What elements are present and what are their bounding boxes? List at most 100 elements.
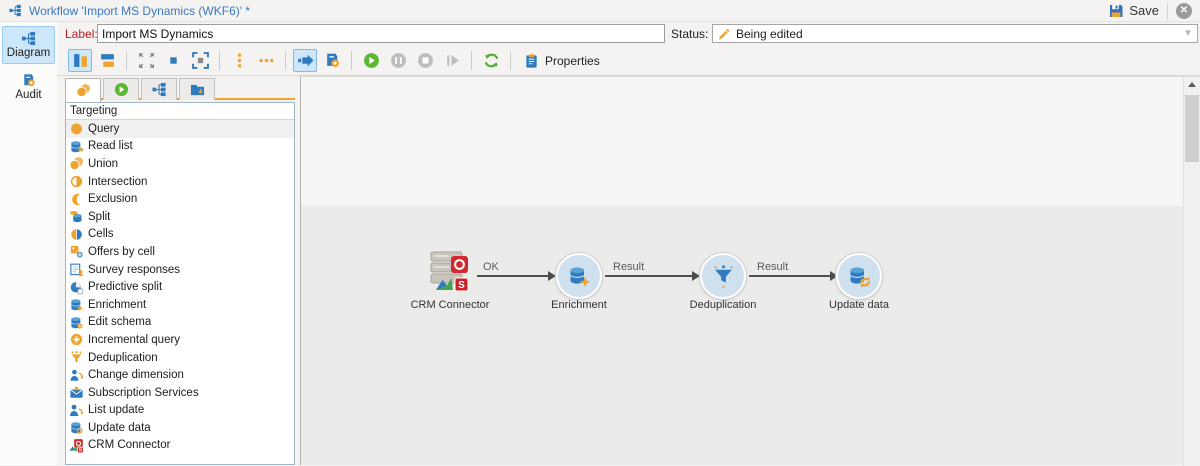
start-button[interactable] <box>359 49 383 72</box>
node-label: CRM Connector <box>410 299 490 311</box>
refresh-button[interactable] <box>479 49 503 72</box>
palette-item-offers-by-cell[interactable]: Offers by cell <box>66 243 294 261</box>
left-sidebar: Diagram Audit <box>0 22 57 465</box>
palette-item-list-update[interactable]: List update <box>66 402 294 420</box>
arrowhead-icon <box>830 271 838 281</box>
palette-item-split[interactable]: Split <box>66 208 294 226</box>
actual-size-icon <box>169 57 177 64</box>
palette-tab-data[interactable] <box>179 78 215 100</box>
node-label: Update data <box>829 299 889 311</box>
pause-button[interactable] <box>386 49 410 72</box>
pause-icon <box>390 53 406 68</box>
palette-item-deduplication[interactable]: Deduplication <box>66 349 294 367</box>
node-deduplication[interactable] <box>700 253 746 299</box>
palette-item-predictive-split[interactable]: Predictive split <box>66 278 294 296</box>
fit-to-window-icon <box>138 53 154 68</box>
intersection-icon <box>69 174 84 189</box>
palette-tab-execution[interactable] <box>103 78 139 100</box>
audit-flag-button[interactable] <box>320 49 344 72</box>
deduplication-icon <box>69 350 84 365</box>
scroll-up-icon[interactable] <box>1188 82 1196 87</box>
nav-tab-diagram[interactable]: Diagram <box>2 26 55 64</box>
title-bar: Workflow 'Import MS Dynamics (WKF6)' * S… <box>0 0 1200 22</box>
refresh-icon <box>484 53 498 68</box>
palette-item-enrichment[interactable]: Enrichment <box>66 296 294 314</box>
palette-item-subscription-services[interactable]: Subscription Services <box>66 384 294 402</box>
survey-responses-icon <box>69 262 84 277</box>
transition-label: Result <box>757 261 789 273</box>
palette-item-edit-schema[interactable]: Edit schema <box>66 314 294 332</box>
dots-vertical-button[interactable] <box>227 49 251 72</box>
zoom-selection-icon <box>191 52 209 69</box>
dots-horizontal-icon <box>258 58 274 63</box>
divider <box>1167 2 1168 19</box>
arrowhead-icon <box>692 271 700 281</box>
save-icon <box>1110 4 1123 17</box>
transition-line[interactable] <box>749 271 838 281</box>
zoom-selection-button[interactable] <box>188 49 212 72</box>
palette-item-exclusion[interactable]: Exclusion <box>66 190 294 208</box>
node-crm-connector[interactable]: S <box>429 249 473 295</box>
palette-list: Targeting Query Read list Union Intersec… <box>65 102 295 465</box>
workflow-canvas[interactable]: S CRM Connector OK Enrichment Result Ded… <box>300 76 1200 466</box>
canvas-scrollbar[interactable] <box>1183 77 1200 466</box>
node-update-data[interactable] <box>836 253 882 299</box>
edit-schema-icon <box>69 315 84 330</box>
transition-label: OK <box>483 261 499 273</box>
palette-item-cells[interactable]: Cells <box>66 226 294 244</box>
pencil-icon <box>718 28 730 40</box>
actual-size-button[interactable] <box>161 49 185 72</box>
palette-item-union[interactable]: Union <box>66 155 294 173</box>
palette-item-crm-connector[interactable]: CRM Connector <box>66 437 294 455</box>
dots-vertical-icon <box>237 53 241 68</box>
chevron-down-icon[interactable]: ▼ <box>1183 28 1193 39</box>
fit-to-window-button[interactable] <box>134 49 158 72</box>
workflow-icon <box>21 31 37 46</box>
palette-tab-targeting[interactable] <box>65 78 101 102</box>
label-input[interactable] <box>97 24 665 43</box>
palette-item-change-dimension[interactable]: Change dimension <box>66 366 294 384</box>
nav-tab-audit[interactable]: Audit <box>2 68 55 106</box>
node-label: Enrichment <box>551 299 607 311</box>
divider <box>510 51 511 70</box>
palette-item-update-data[interactable]: Update data <box>66 419 294 437</box>
close-icon[interactable]: ✕ <box>1176 2 1192 19</box>
clipboard-icon <box>526 53 537 68</box>
enrichment-icon <box>69 297 84 312</box>
status-select[interactable]: Being edited ▼ <box>712 24 1198 43</box>
predictive-split-icon <box>69 280 84 295</box>
transition-line[interactable] <box>477 271 556 281</box>
node-label: Deduplication <box>689 299 757 311</box>
palette-tab-flow[interactable] <box>141 78 177 100</box>
page-title: Workflow 'Import MS Dynamics (WKF6)' * <box>29 3 251 18</box>
layout-columns-button[interactable] <box>68 49 92 72</box>
stop-button[interactable] <box>413 49 437 72</box>
diagram-toolbar: Properties <box>57 46 1200 76</box>
palette-item-survey-responses[interactable]: Survey responses <box>66 261 294 279</box>
dots-horizontal-button[interactable] <box>254 49 278 72</box>
palette-item-intersection[interactable]: Intersection <box>66 173 294 191</box>
node-enrichment[interactable] <box>556 253 602 299</box>
canvas-band <box>301 206 1183 465</box>
palette-item-read-list[interactable]: Read list <box>66 138 294 156</box>
palette-item-query[interactable]: Query <box>66 120 294 138</box>
layout-rows-button[interactable] <box>95 49 119 72</box>
play-icon <box>363 52 380 69</box>
cells-icon <box>69 227 84 242</box>
properties-button[interactable]: Properties <box>518 51 606 71</box>
svg-text:S: S <box>458 280 465 291</box>
transition-label: Result <box>613 261 645 273</box>
update-data-icon <box>69 420 84 435</box>
arrow-right-button[interactable] <box>293 49 317 72</box>
workflow-icon <box>152 82 167 97</box>
update-data-icon <box>849 266 870 287</box>
header-form-row: Label: Status: Being edited ▼ <box>57 22 1200 46</box>
transition-line[interactable] <box>605 271 700 281</box>
step-button[interactable] <box>440 49 464 72</box>
save-button[interactable]: Save <box>1108 3 1159 19</box>
scrollbar-thumb[interactable] <box>1185 95 1199 162</box>
palette-item-incremental-query[interactable]: Incremental query <box>66 331 294 349</box>
folder-import-icon <box>190 82 205 97</box>
layout-columns-icon <box>73 54 87 67</box>
exclusion-icon <box>69 192 84 207</box>
